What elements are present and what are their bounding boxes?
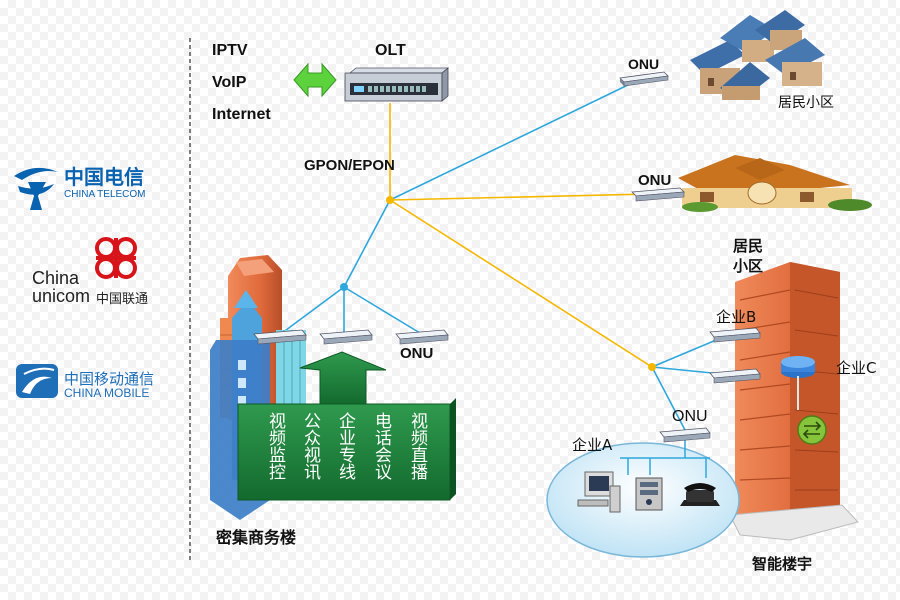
- onu-label-enterprise-a: ONU: [672, 408, 708, 425]
- onu-device-icon: [253, 329, 307, 345]
- bidirectional-arrow-icon: [293, 62, 337, 98]
- fiber-to-onu-top: [389, 83, 631, 201]
- china-unicom-logo-icon: [95, 237, 137, 279]
- fiber-to-onu-mid: [389, 193, 651, 201]
- fiber-smart-onuA: [651, 366, 686, 431]
- smart-building-icon: [729, 262, 859, 541]
- fiber-links: [281, 83, 733, 431]
- onu-device-icon: [631, 187, 685, 202]
- china-telecom-en: CHINA TELECOM: [64, 189, 146, 200]
- onu-device-icon: [709, 368, 761, 384]
- china-telecom-cn: 中国电信: [64, 165, 144, 189]
- business-building-label: 密集商务楼: [216, 528, 297, 547]
- onu-device-icon: [395, 329, 449, 345]
- desktop-computer-icon: [577, 471, 621, 513]
- onu-device-icon: [709, 327, 761, 343]
- onu-device-icon: [659, 427, 711, 443]
- onu-device-icon: [319, 329, 373, 345]
- pon-label: GPON/EPON: [304, 157, 395, 174]
- services-arrow-icon: [237, 351, 456, 501]
- china-unicom-b: unicom: [32, 286, 91, 306]
- service-voip: VoIP: [212, 74, 247, 91]
- telephone-icon: [680, 483, 720, 506]
- arrow-service-2: 公众视讯: [300, 412, 320, 480]
- olt-device-icon: [344, 67, 450, 102]
- onu-label-top: ONU: [628, 56, 660, 72]
- arrow-service-4: 电话会议: [371, 412, 391, 480]
- server-icon: [635, 477, 663, 511]
- service-internet: Internet: [212, 106, 271, 123]
- residential-houses-icon: [690, 10, 825, 100]
- fiber-to-splitter-biz: [343, 199, 391, 288]
- enterprise-b-label: 企业B: [716, 308, 757, 326]
- residential-label-top: 居民小区: [778, 95, 834, 111]
- china-mobile-logo-icon: [16, 364, 58, 398]
- olt-label: OLT: [375, 42, 406, 59]
- villa-house-icon: [678, 155, 872, 212]
- china-telecom-logo: 中国电信 CHINA TELECOM: [10, 155, 160, 213]
- arrow-service-1: 视频监控: [265, 412, 285, 480]
- switch-icon: [797, 415, 827, 445]
- china-mobile-cn: 中国移动通信: [64, 370, 155, 388]
- enterprise-a-label: 企业A: [572, 436, 613, 454]
- fiber-biz-onu3: [343, 286, 421, 334]
- onu-label-mid: ONU: [638, 172, 672, 189]
- arrow-service-3: 企业专线: [335, 412, 355, 480]
- splitter-biz: [340, 283, 348, 291]
- splitter-main: [386, 196, 394, 204]
- fiber-biz-onu1: [281, 286, 345, 334]
- fiber-to-splitter-smart: [389, 199, 653, 368]
- onu-label-biz: ONU: [400, 345, 434, 362]
- arrow-service-5: 视频直播: [407, 412, 427, 480]
- smart-building-label: 智能楼宇: [752, 555, 813, 573]
- china-telecom-logo-icon: [14, 167, 58, 210]
- splitter-smart: [648, 363, 656, 371]
- china-unicom-cn: 中国联通: [96, 292, 149, 307]
- onu-device-icon: [619, 71, 669, 87]
- residential-label-mid: 居民 小区: [733, 237, 764, 275]
- router-icon: [781, 356, 815, 410]
- china-unicom-a: China: [32, 268, 80, 288]
- china-mobile-en: CHINA MOBILE: [64, 386, 150, 400]
- service-iptv: IPTV: [212, 42, 248, 59]
- enterprise-c-label: 企业C: [836, 359, 877, 377]
